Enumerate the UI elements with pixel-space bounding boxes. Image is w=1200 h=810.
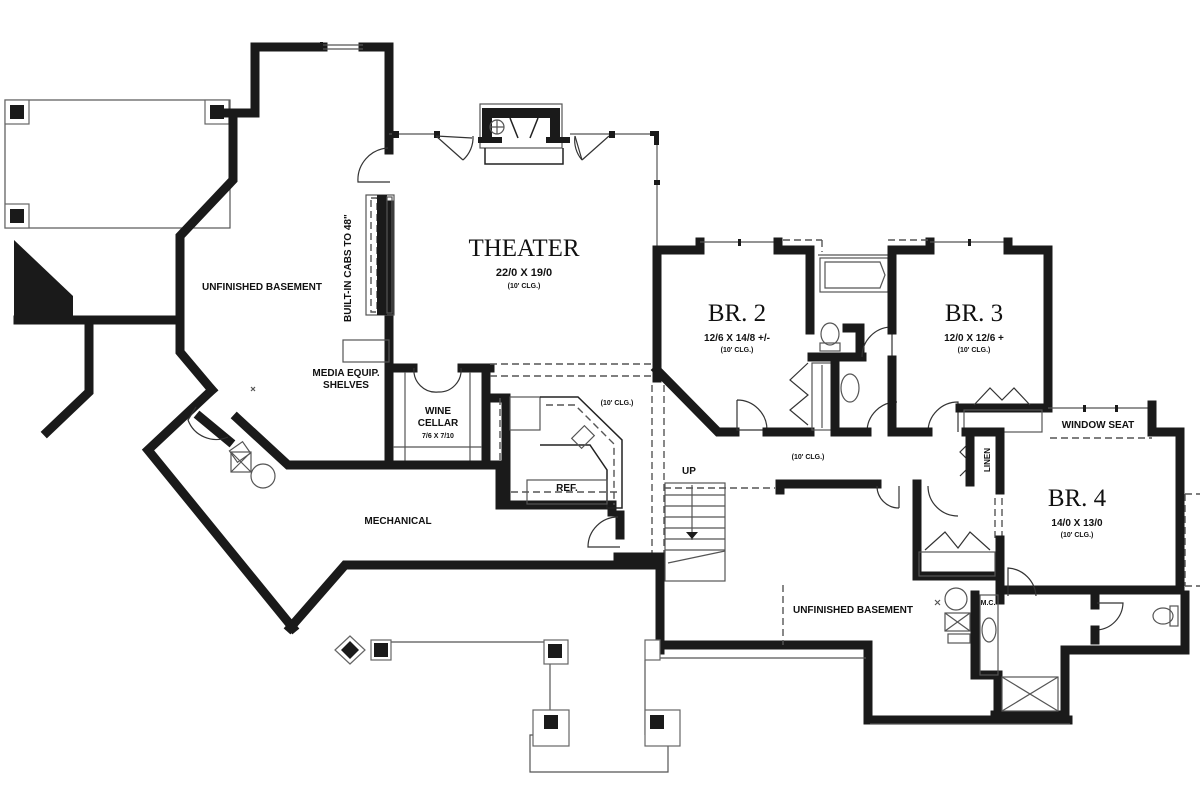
hall-ceiling-label: (10' CLG.) (792, 454, 825, 461)
sink (840, 373, 860, 403)
stair-landing (14, 240, 73, 320)
media-shelves (342, 339, 390, 363)
br3-label: BR. 3 (945, 300, 1003, 327)
built-in-cabinets (342, 147, 395, 363)
bedroom-4-walls (918, 400, 1200, 720)
bedroom-3-walls (887, 237, 1053, 437)
media-equip-label-line2: SHELVES (323, 380, 369, 391)
bar-ceiling-label: (10' CLG.) (601, 400, 634, 407)
wine-cellar (384, 363, 491, 467)
br4-dims: 14/0 X 13/0 (1051, 518, 1103, 529)
patio-post (10, 105, 24, 119)
wine-cellar-label-line1: WINE (425, 406, 451, 417)
mc-label: M.C. (981, 600, 996, 607)
linen-label: LINEN (983, 448, 992, 472)
front-patio (334, 635, 681, 773)
left-patio (4, 99, 231, 320)
br3-ceiling: (10' CLG.) (958, 347, 991, 354)
built-in-cabs-label: BUILT-IN CABS TO 48" (343, 214, 354, 322)
patio-post (544, 715, 558, 729)
unfinished-basement-left-label: UNFINISHED BASEMENT (202, 282, 322, 293)
theater-dims: 22/0 X 19/0 (496, 267, 552, 279)
unfinished-basement-right-label: UNFINISHED BASEMENT (793, 605, 913, 616)
media-equip-label-line1: MEDIA EQUIP. (312, 368, 379, 379)
patio-post (650, 715, 664, 729)
ref-label: REF. (556, 483, 578, 494)
patio-post (374, 643, 388, 657)
wine-cellar-dims: 7/6 X 7/10 (422, 433, 454, 440)
theater-label: THEATER (468, 235, 579, 262)
br2-label: BR. 2 (708, 300, 766, 327)
patio-post (10, 209, 24, 223)
sink (981, 617, 997, 643)
stair-direction-arrow (686, 532, 698, 539)
theater-walls (384, 103, 662, 393)
br2-dims: 12/6 X 14/8 +/- (704, 333, 770, 344)
theater-ceiling: (10' CLG.) (508, 283, 541, 290)
toilet (820, 322, 840, 346)
br3-dims: 12/0 X 12/6 + (944, 333, 1004, 344)
mechanical-label: MECHANICAL (364, 516, 431, 527)
bar-area (485, 363, 665, 555)
window-seat-label: WINDOW SEAT (1062, 420, 1135, 431)
br4-ceiling: (10' CLG.) (1061, 532, 1094, 539)
patio-post (548, 644, 562, 658)
br4-label: BR. 4 (1048, 485, 1107, 512)
toilet (1152, 607, 1174, 625)
shared-bath (807, 245, 898, 437)
wine-cellar-label-line2: CELLAR (418, 418, 459, 429)
bedroom-2-walls (650, 237, 833, 437)
patio-post (341, 641, 359, 659)
stair-up-label: UP (682, 466, 696, 477)
br2-ceiling: (10' CLG.) (721, 347, 754, 354)
